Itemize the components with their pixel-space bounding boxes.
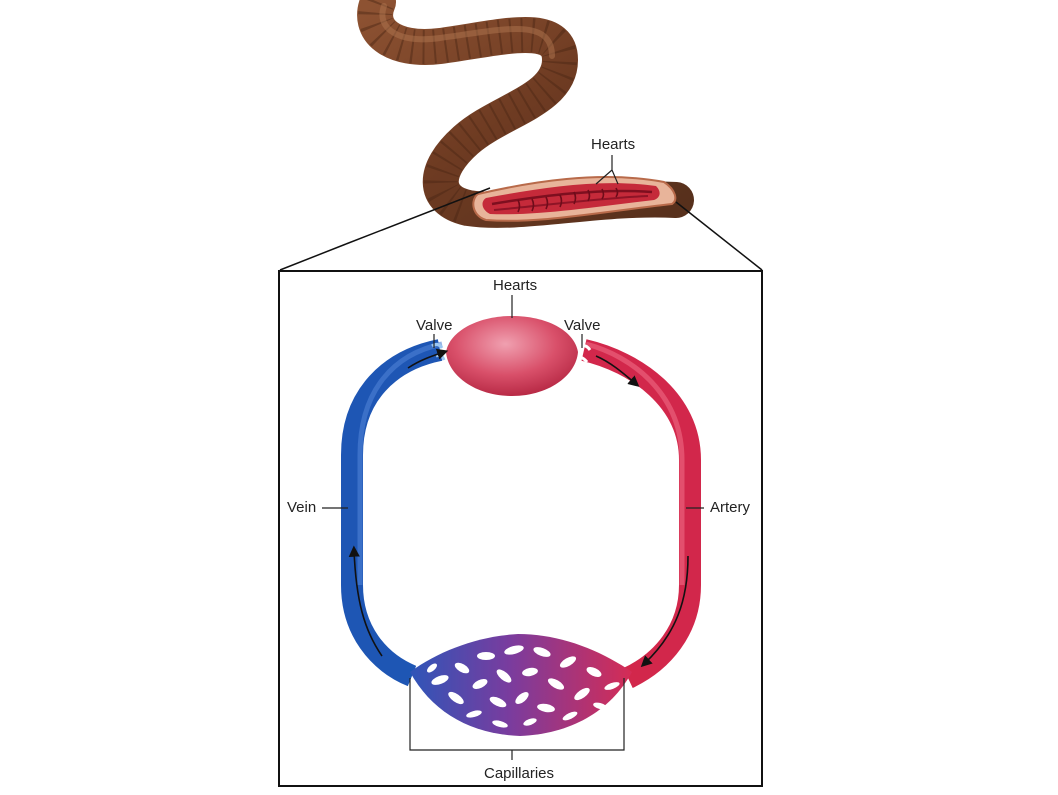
capillary-network [427,645,620,728]
capillaries-label: Capillaries [484,765,555,782]
flow-arrow-into-heart [407,348,449,369]
flow-arrow-vein-up [348,545,383,657]
worm-ventral-vessel [493,195,649,211]
vein-label: Vein [287,499,317,516]
worm-dorsal-vessel [491,189,653,206]
earthworm [357,0,694,228]
flow-arrow-artery-down [640,555,689,668]
inset-frame [278,270,763,787]
zoom-line-right [675,201,763,271]
worm-highlight [379,3,555,59]
capillaries-bracket [409,678,625,760]
artery-vessel-shade [585,341,685,585]
flow-arrow-out-heart [595,355,640,387]
valve-right [577,344,592,363]
circulatory-loop [341,316,701,736]
worm-hearts-pointer [595,155,619,185]
artery-label: Artery [710,499,751,516]
hearts-worm-label: Hearts [591,136,636,153]
artery-vessel [581,339,701,688]
vein-vessel-shade [357,341,443,585]
worm-segments [358,0,578,225]
heart-shape [446,316,578,396]
zoom-line-left [345,187,491,245]
hearts-inset-label: Hearts [493,277,538,294]
worm-heart-loops [517,187,619,213]
zoom-line-left-2 [279,243,347,271]
valve-left-label: Valve [416,317,453,334]
valve-right-label: Valve [564,317,601,334]
capillary-bed [410,634,632,736]
